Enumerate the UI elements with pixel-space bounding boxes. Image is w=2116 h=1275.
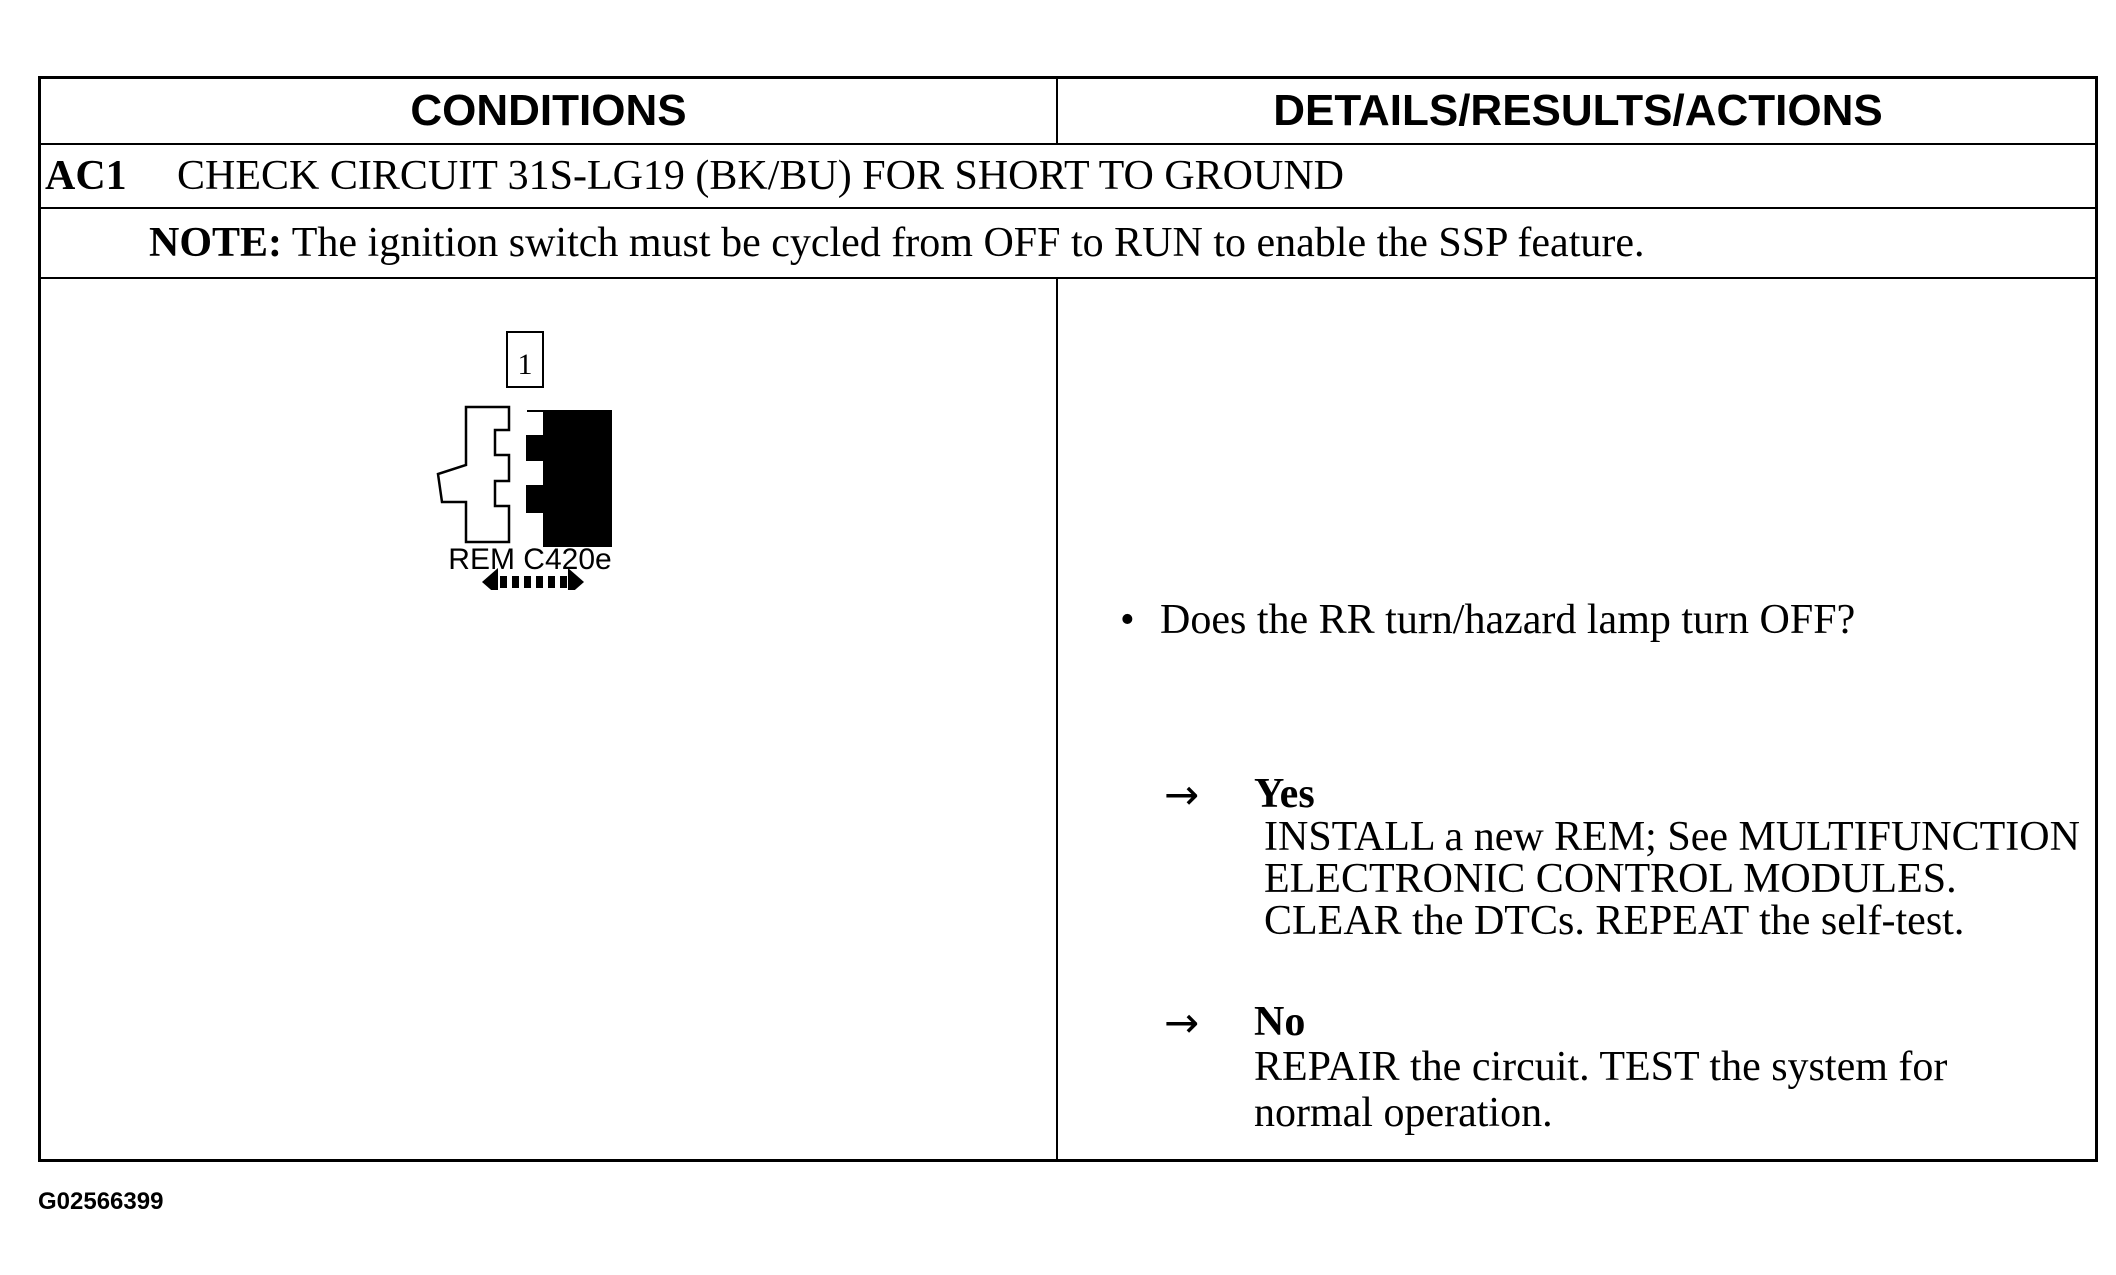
answer-yes: Yes INSTALL a new REM; See MULTIFUNCTION… xyxy=(1254,772,2080,942)
figure-code: G02566399 xyxy=(38,1188,164,1215)
test-question: • Does the RR turn/hazard lamp turn OFF? xyxy=(1120,596,1856,644)
diagnostic-table: CONDITIONS DETAILS/RESULTS/ACTIONS AC1 CH… xyxy=(38,76,2098,1162)
body-column-divider xyxy=(1056,277,1058,1159)
note-divider xyxy=(41,277,2095,279)
answer-no-line: normal operation. xyxy=(1254,1090,1553,1136)
header-conditions: CONDITIONS xyxy=(410,86,687,135)
answer-yes-line: INSTALL a new REM; See MULTIFUNCTION xyxy=(1264,814,2080,860)
step-number-box xyxy=(506,331,544,388)
connector-left-half xyxy=(436,405,511,544)
bullet: • xyxy=(1120,597,1135,643)
connector-diagram: 1 xyxy=(436,331,612,590)
question-text: Does the RR turn/hazard lamp turn OFF? xyxy=(1160,597,1856,643)
answer-no: No REPAIR the circuit. TEST the system f… xyxy=(1254,1000,1947,1136)
answer-no-title: No xyxy=(1254,999,1306,1045)
answer-yes-title: Yes xyxy=(1254,771,1315,817)
answer-yes-line: ELECTRONIC CONTROL MODULES. xyxy=(1264,856,1957,902)
step-id: AC1 xyxy=(45,153,127,199)
arrow-right-icon: → xyxy=(1164,998,1200,1047)
step-number: 1 xyxy=(518,348,533,381)
header-column-divider xyxy=(1056,79,1058,143)
answer-yes-line: CLEAR the DTCs. REPEAT the self-test. xyxy=(1264,898,1965,944)
header-details: DETAILS/RESULTS/ACTIONS xyxy=(1273,86,1883,135)
note-row: NOTE: The ignition switch must be cycled… xyxy=(149,209,1645,277)
step-divider xyxy=(41,207,2095,209)
connector-right-half xyxy=(526,410,612,547)
header-divider xyxy=(41,143,2095,145)
arrow-right-icon: → xyxy=(1164,770,1200,819)
step-row: AC1 CHECK CIRCUIT 31S-LG19 (BK/BU) FOR SH… xyxy=(45,145,1344,207)
note-text: The ignition switch must be cycled from … xyxy=(282,220,1645,266)
step-title: CHECK CIRCUIT 31S-LG19 (BK/BU) FOR SHORT… xyxy=(177,153,1344,199)
disconnect-arrow-icon xyxy=(482,568,584,590)
connector-label: REM C420e xyxy=(448,543,612,576)
answer-no-line: REPAIR the circuit. TEST the system for xyxy=(1254,1044,1948,1090)
note-label: NOTE: xyxy=(149,220,283,266)
